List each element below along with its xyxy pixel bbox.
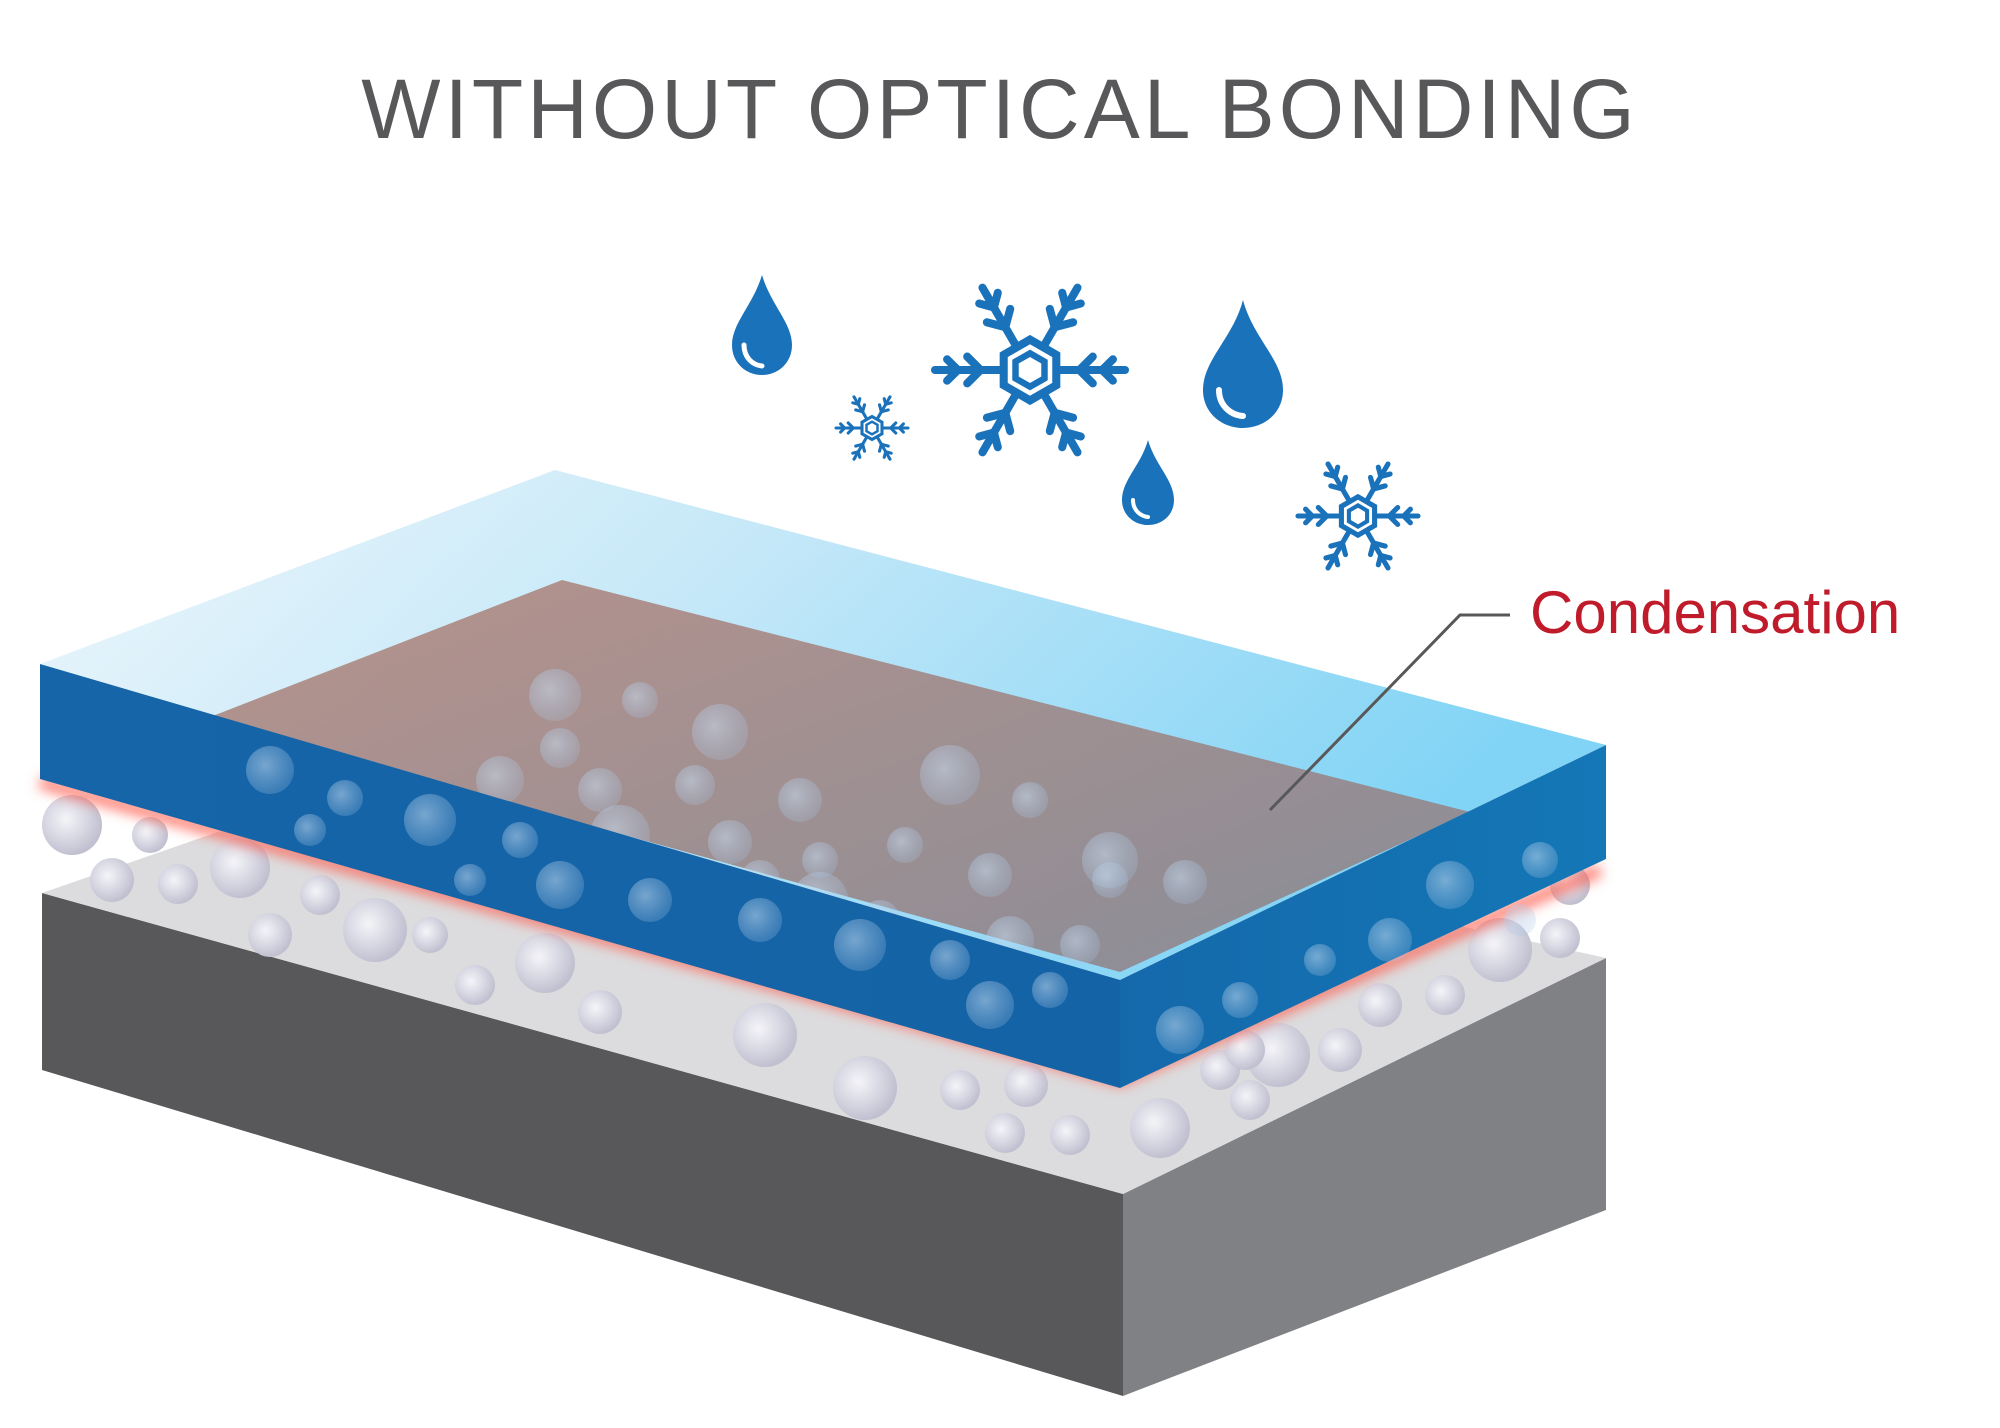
condensation-droplet <box>966 981 1014 1029</box>
page-title: WITHOUT OPTICAL BONDING <box>361 62 1638 156</box>
condensation-droplet <box>1032 972 1068 1008</box>
condensation-droplet <box>833 1056 897 1120</box>
condensation-droplets-base <box>42 795 1590 1158</box>
condensation-droplet <box>834 919 886 971</box>
condensation-droplet <box>578 990 622 1034</box>
condensation-droplet <box>327 780 363 816</box>
condensation-droplet <box>578 768 622 812</box>
condensation-droplet <box>930 940 970 980</box>
condensation-droplet <box>920 745 980 805</box>
condensation-droplet <box>1012 782 1048 818</box>
condensation-droplet <box>1050 1115 1090 1155</box>
condensation-droplet <box>246 746 294 794</box>
condensation-droplet <box>536 861 584 909</box>
condensation-droplets-glass-edge <box>246 746 1558 1054</box>
condensation-droplet <box>968 853 1012 897</box>
snowflake-icon <box>1295 461 1421 571</box>
condensation-droplet <box>675 765 715 805</box>
condensation-droplet <box>1130 1098 1190 1158</box>
condensation-droplet <box>628 878 672 922</box>
condensation-droplet <box>300 875 340 915</box>
display-panel <box>205 580 1470 972</box>
condensation-droplet <box>42 795 102 855</box>
condensation-droplet <box>1222 982 1258 1018</box>
condensation-droplet <box>778 778 822 822</box>
condensation-droplet <box>158 864 198 904</box>
water-drop-icon <box>1203 300 1283 428</box>
condensation-droplet <box>412 917 448 953</box>
condensation-droplet <box>1368 918 1412 962</box>
condensation-droplet <box>454 864 486 896</box>
condensation-droplet <box>622 682 658 718</box>
condensation-droplet <box>1358 983 1402 1027</box>
condensation-droplet <box>1230 1080 1270 1120</box>
condensation-droplet <box>1540 918 1580 958</box>
condensation-droplet <box>1425 975 1465 1015</box>
condensation-droplet <box>294 814 326 846</box>
condensation-droplet <box>802 842 838 878</box>
condensation-droplet <box>1318 1028 1362 1072</box>
water-drop-icon <box>732 275 792 375</box>
condensation-droplet <box>692 704 748 760</box>
condensation-droplet <box>940 1070 980 1110</box>
snowflake-icon <box>834 395 910 461</box>
water-drop-icon <box>1122 440 1174 525</box>
condensation-droplet <box>1225 1030 1265 1070</box>
condensation-droplet <box>404 794 456 846</box>
condensation-droplet <box>985 1113 1025 1153</box>
condensation-droplet <box>476 756 524 804</box>
condensation-callout: Condensation <box>1268 579 1900 812</box>
cover-glass <box>40 470 1606 1088</box>
condensation-droplet <box>1426 861 1474 909</box>
base-front-face <box>42 893 1123 1396</box>
condensation-droplet <box>502 822 538 858</box>
condensation-droplet <box>210 838 270 898</box>
snowflake-icon <box>930 283 1130 457</box>
condensation-droplet <box>1504 904 1536 936</box>
condensation-droplet <box>1156 1006 1204 1054</box>
condensation-droplet <box>90 858 134 902</box>
condensation-droplet <box>1522 842 1558 878</box>
condensation-droplet <box>540 728 580 768</box>
condensation-droplet <box>738 898 782 942</box>
condensation-droplet <box>248 913 292 957</box>
condensation-droplet <box>708 820 752 864</box>
callout-label: Condensation <box>1530 579 1900 646</box>
condensation-droplet <box>343 898 407 962</box>
condensation-droplet <box>455 965 495 1005</box>
condensation-droplet <box>1246 1023 1310 1087</box>
condensation-droplet <box>1060 925 1100 965</box>
condensation-droplet <box>529 669 581 721</box>
condensation-droplet <box>1163 860 1207 904</box>
callout-leader-line <box>1268 613 1510 812</box>
condensation-droplet <box>1304 944 1336 976</box>
condensation-droplet <box>515 933 575 993</box>
condensation-droplet <box>1004 1063 1048 1107</box>
condensation-droplet <box>1092 862 1128 898</box>
base-side-face <box>1123 958 1606 1396</box>
condensation-droplet <box>733 1003 797 1067</box>
condensation-droplet <box>887 827 923 863</box>
condensation-droplet <box>132 817 168 853</box>
